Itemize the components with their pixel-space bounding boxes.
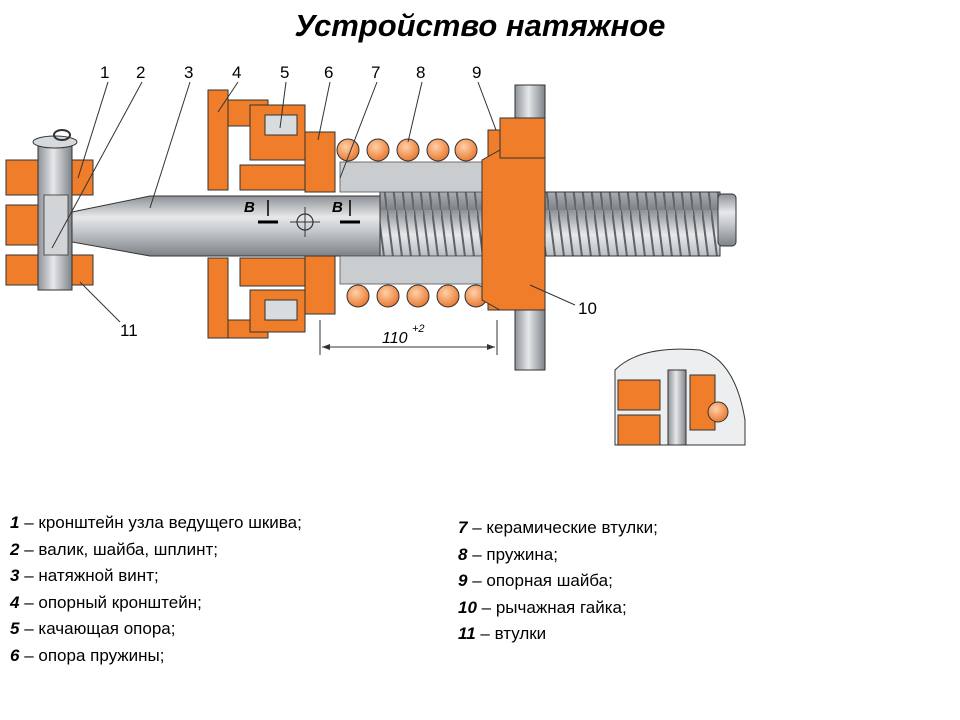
legend-item: 1 – кронштейн узла ведущего шкива; [10,513,302,532]
section-marks: В В [244,199,360,237]
callout-2: 2 [136,63,145,82]
lever-nut-part-10 [481,84,546,371]
callout-3: 3 [184,63,193,82]
section-label-left: В [244,199,255,216]
callout-4: 4 [232,63,241,82]
legend-item: 3 – натяжной винт; [10,566,159,585]
legend-item: 8 – пружина; [458,544,558,564]
legend-item: 10 – рычажная гайка; [458,597,627,617]
callout-1: 1 [100,63,109,82]
section-label-right: В [332,199,343,216]
legend-item: 9 – опорная шайба; [458,571,613,590]
page-title: Устройство натяжное [294,8,666,43]
legend-item: 5 – качающая опора; [10,619,176,638]
legend-item: 6 – опора пружины; [10,645,165,665]
legend-left: 1 – кронштейн узла ведущего шкива; 2 – в… [10,510,302,669]
legend-right: 7 – керамические втулки; 8 – пружина; 9 … [458,515,658,648]
callout-11: 11 [120,321,138,340]
legend-item: 11 – втулки [458,624,547,643]
spring-seat-part-6 [304,131,336,315]
callout-8: 8 [416,63,425,82]
legend-item: 7 – керамические втулки; [458,518,658,537]
leader-lines [51,81,576,323]
callout-5: 5 [280,63,289,82]
callout-10: 10 [578,299,597,318]
dimension-tolerance: +2 [412,323,425,335]
dimension-110: 110 +2 [319,320,498,355]
callout-9: 9 [472,63,481,82]
detail-inset [614,348,746,446]
spring-part-8 [336,138,488,308]
dimension-value: 110 [382,330,408,347]
callout-6: 6 [324,63,333,82]
callout-labels: 1 2 3 4 5 6 7 8 9 10 11 [100,63,597,340]
legend-item: 4 – опорный кронштейн; [10,592,202,612]
callout-7: 7 [371,63,380,82]
tension-screw-part-3 [71,191,737,257]
legend-item: 2 – валик, шайба, шплинт; [10,539,218,559]
tensioner-diagram: В В 110 +2 1 2 3 4 5 6 7 [5,63,746,446]
ceramic-bushings-part-7 [339,161,486,285]
